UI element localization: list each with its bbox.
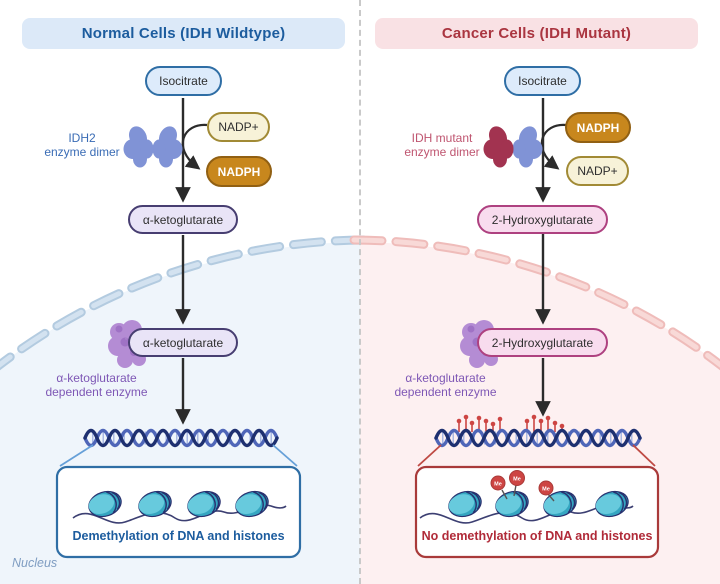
idh2-enzyme-label: IDH2 enzyme dimer [38, 131, 126, 159]
dependent-enzyme-label-right-line2: dependent enzyme [394, 385, 497, 399]
isocitrate-pill-left: Isocitrate [145, 66, 222, 96]
svg-text:Me: Me [513, 477, 521, 483]
dna-helix-left [83, 428, 279, 448]
panel-divider [359, 0, 361, 584]
dependent-enzyme-label-right: α-ketoglutarate dependent enzyme [378, 371, 513, 399]
outcome-caption-left: Demethylation of DNA and histones [72, 529, 285, 543]
methyl-badge-icon: Me [538, 480, 555, 502]
detail-box-left [55, 465, 302, 559]
left-panel-header: Normal Cells (IDH Wildtype) [22, 18, 345, 49]
idh-mutant-enzyme-label: IDH mutant enzyme dimer [398, 131, 486, 159]
nadph-pill-left: NADPH [206, 156, 272, 187]
reaction-arrows-left [175, 98, 208, 425]
dna-helix-right [434, 428, 642, 448]
svg-text:Me: Me [494, 482, 502, 488]
dependent-enzyme-label-left: α-ketoglutarate dependent enzyme [29, 371, 164, 399]
dependent-enzyme-label-left-line2: dependent enzyme [45, 385, 148, 399]
hydroxyglutarate-pill-nuclear: 2-Hydroxyglutarate [477, 328, 608, 357]
nuclear-membrane-right [349, 235, 720, 371]
dependent-enzyme-label-right-line1: α-ketoglutarate [405, 371, 486, 385]
methyl-pin-cluster-right [524, 414, 565, 432]
methyl-pin-cluster-left [456, 414, 503, 432]
idh-mutant-enzyme-dimer-icon [483, 123, 543, 168]
methyl-badge-icon: Me [490, 475, 508, 500]
nuclear-membrane-left [0, 235, 371, 371]
nadph-pill-right: NADPH [565, 112, 631, 143]
idh-mutant-enzyme-label-line2: enzyme dimer [404, 145, 480, 159]
outcome-caption-right: No demethylation of DNA and histones [421, 529, 653, 543]
idh2-enzyme-label-line2: enzyme dimer [44, 145, 120, 159]
right-panel-header: Cancer Cells (IDH Mutant) [375, 18, 698, 49]
dependent-enzyme-label-left-line1: α-ketoglutarate [56, 371, 137, 385]
hydroxyglutarate-pill: 2-Hydroxyglutarate [477, 205, 608, 234]
histones-right: Me Me Me [444, 470, 633, 522]
idh2-enzyme-label-line1: IDH2 [68, 131, 96, 145]
methyl-badge-icon: Me [509, 470, 525, 497]
detail-box-right [414, 465, 660, 559]
alpha-ketoglutarate-pill-nuclear: α-ketoglutarate [128, 328, 238, 357]
nucleus-label: Nucleus [12, 556, 58, 570]
nadp-pill-left: NADP+ [207, 112, 270, 142]
idh-mutant-enzyme-label-line1: IDH mutant [411, 131, 473, 145]
idh2-enzyme-dimer-icon [123, 123, 183, 168]
svg-text:Me: Me [542, 487, 550, 493]
zoom-connectors [59, 444, 656, 467]
dna-methyl-marks [456, 414, 565, 432]
nadp-pill-right: NADP+ [566, 156, 629, 186]
isocitrate-pill-right: Isocitrate [504, 66, 581, 96]
alpha-ketoglutarate-pill: α-ketoglutarate [128, 205, 238, 234]
reaction-arrows-right [535, 98, 567, 417]
